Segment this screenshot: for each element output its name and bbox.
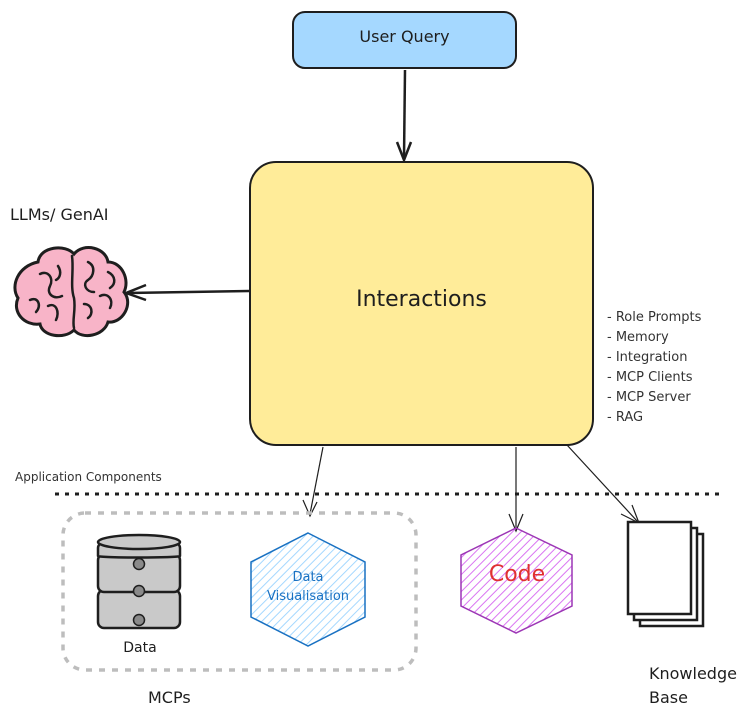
user-query-box[interactable] (292, 11, 517, 69)
component-item-mcp-clients: - MCP Clients (607, 370, 693, 385)
database-icon (96, 533, 182, 630)
llm-label: LLMs/ GenAI (10, 205, 109, 224)
component-item-memory: - Memory (607, 330, 669, 345)
interactions-to-knowledge-arrow (566, 444, 641, 525)
knowledge-base-line-2: Base (649, 688, 688, 707)
brain-icon (13, 246, 130, 338)
knowledge-base-label: Knowledge Base (649, 662, 737, 710)
user-query-label: User Query (359, 27, 450, 46)
interactions-label: Interactions (356, 287, 487, 312)
interactions-to-llm-arrow (122, 283, 250, 302)
component-item-mcp-server: - MCP Server (607, 390, 691, 405)
interactions-box[interactable] (249, 161, 594, 446)
documents-icon (626, 520, 705, 628)
interactions-to-code-arrow (508, 447, 524, 533)
data-visualisation-hexagon[interactable] (250, 532, 366, 647)
knowledge-base-line-1: Knowledge (649, 664, 737, 683)
code-label: Code (488, 562, 546, 587)
interactions-to-viz-arrow (302, 446, 324, 518)
data-visualisation-label: Data Visualisation (266, 570, 350, 604)
component-item-role-prompts: - Role Prompts (607, 310, 702, 325)
data-label: Data (123, 640, 157, 656)
mcps-label: MCPs (148, 688, 191, 707)
component-item-rag: - RAG (607, 410, 644, 425)
code-hexagon[interactable] (460, 527, 573, 634)
query-to-interactions-arrow (395, 69, 413, 164)
component-item-integration: - Integration (607, 350, 688, 365)
components-list: - Role Prompts - Memory - Integration - … (607, 308, 701, 428)
application-components-label: Application Components (15, 470, 162, 484)
